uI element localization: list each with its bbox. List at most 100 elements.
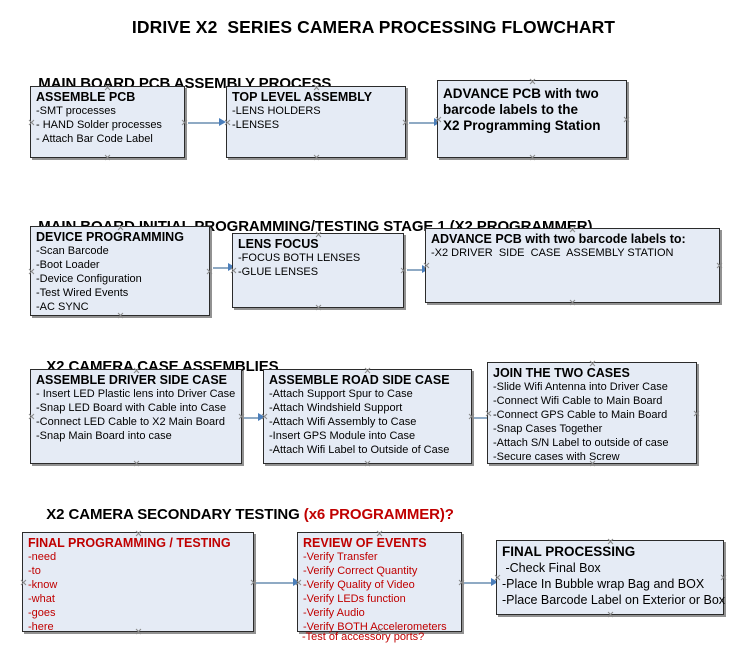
flow-box-review-of-events[interactable]: REVIEW OF EVENTS -Verify Transfer -Verif…: [297, 532, 462, 634]
arrow-head: [491, 578, 498, 586]
flow-box-line: -Place Barcode Label on Exterior or Box: [502, 593, 726, 607]
flow-box-final-programming-testing[interactable]: FINAL PROGRAMMING / TESTING -need -to -k…: [20, 532, 254, 633]
flow-box-line: -need: [28, 551, 57, 563]
flow-box-line: -what: [28, 593, 55, 605]
flow-box-advance-pcb-station[interactable]: ADVANCE PCB with two barcode labels to t…: [437, 80, 627, 158]
flow-box-content: ADVANCE PCB with two barcode labels to: …: [431, 232, 717, 260]
flow-box-line: -SMT processes: [36, 105, 116, 117]
flow-box-line: -Connect LED Cable to X2 Main Board: [36, 416, 225, 428]
selection-handle-bottom[interactable]: [607, 611, 614, 618]
flow-box-line: -Test Wired Events: [36, 287, 129, 299]
page-title: IDRIVE X2 SERIES CAMERA PROCESSING FLOWC…: [131, 17, 616, 37]
arrow-shaft: [409, 122, 434, 124]
flow-box-title: FINAL PROCESSING: [502, 544, 636, 559]
flow-box-line: - Insert LED Plastic lens into Driver Ca…: [36, 388, 236, 400]
flow-box-content: ADVANCE PCB with two barcode labels to t…: [443, 86, 624, 134]
selection-handle-left[interactable]: [28, 268, 35, 275]
flow-box-line: -Attach S/N Label to outside of case: [493, 437, 669, 449]
arrow-shaft: [464, 582, 491, 584]
flow-box-assemble-road-side-case[interactable]: ASSEMBLE ROAD SIDE CASE -Attach Support …: [263, 369, 472, 464]
flow-box-title: ADVANCE PCB with two: [443, 86, 599, 101]
arrow-head: [228, 263, 235, 271]
flow-box-device-programming[interactable]: DEVICE PROGRAMMING -Scan Barcode -Boot L…: [30, 226, 210, 316]
arrow-icon-s4-a: [256, 578, 300, 587]
arrow-head: [293, 578, 300, 586]
flow-box-assemble-driver-side-case[interactable]: ASSEMBLE DRIVER SIDE CASE - Insert LED P…: [30, 369, 242, 464]
flow-box-top-level-assembly[interactable]: TOP LEVEL ASSEMBLY -LENS HOLDERS -LENSES: [226, 86, 406, 158]
flow-box-content: ASSEMBLE DRIVER SIDE CASE - Insert LED P…: [36, 373, 239, 443]
flow-box-line: -Connect Wifi Cable to Main Board: [493, 395, 663, 407]
flow-box-line: -to: [28, 565, 41, 577]
flow-box-title: TOP LEVEL ASSEMBLY: [232, 90, 373, 104]
selection-handle-left[interactable]: [28, 119, 35, 126]
flow-box-line: -LENSES: [232, 119, 280, 131]
flow-box-line: -Attach Support Spur to Case: [269, 388, 413, 400]
flow-box-advance-pcb-driver-side[interactable]: ADVANCE PCB with two barcode labels to: …: [425, 228, 720, 303]
flow-box-content: REVIEW OF EVENTS -Verify Transfer -Verif…: [303, 536, 459, 634]
flow-box-line: -X2 DRIVER SIDE CASE ASSEMBLY STATION: [431, 247, 674, 259]
flow-box-line: -here: [28, 621, 54, 633]
flow-box-line: barcode labels to the: [443, 102, 579, 117]
arrow-head: [258, 413, 265, 421]
flow-box-line: -FOCUS BOTH LENSES: [238, 252, 361, 264]
selection-handle-right[interactable]: [716, 262, 723, 269]
flow-box-line: -Place In Bubble wrap Bag and BOX: [502, 577, 705, 591]
arrow-icon-s3-a: [244, 413, 266, 422]
selection-handle-bottom[interactable]: [133, 460, 140, 467]
flow-box-line: -Scan Barcode: [36, 245, 109, 257]
arrow-head: [219, 118, 226, 126]
flow-box-line: -Verify LEDs function: [303, 593, 406, 605]
flow-box-line: -Attach Wifi Label to Outside of Case: [269, 444, 450, 456]
flow-box-line: -know: [28, 579, 58, 591]
selection-handle-bottom[interactable]: [529, 154, 536, 161]
selection-handle-left[interactable]: [20, 579, 27, 586]
flow-box-line: -Attach Windshield Support: [269, 402, 403, 414]
flow-box-line: -Device Configuration: [36, 273, 142, 285]
flow-box-title: REVIEW OF EVENTS: [303, 536, 427, 550]
selection-handle-bottom[interactable]: [364, 460, 371, 467]
arrow-shaft: [407, 269, 422, 271]
flow-box-line: -AC SYNC: [36, 301, 89, 313]
flow-box-join-the-two-cases[interactable]: JOIN THE TWO CASES -Slide Wifi Antenna i…: [487, 362, 697, 464]
flow-box-line: -Snap Main Board into case: [36, 430, 172, 442]
flow-box-line: -Connect GPS Cable to Main Board: [493, 409, 668, 421]
flow-box-title: LENS FOCUS: [238, 237, 319, 251]
flow-box-line: -Attach Wifi Assembly to Case: [269, 416, 417, 428]
flow-box-line: -Boot Loader: [36, 259, 100, 271]
flow-box-content: DEVICE PROGRAMMING -Scan Barcode -Boot L…: [36, 230, 207, 314]
flow-box-line: -Snap LED Board with Cable into Case: [36, 402, 227, 414]
flow-box-line: -Verify Correct Quantity: [303, 565, 418, 577]
section-heading-4: X2 CAMERA SECONDARY TESTING (x6 PROGRAMM…: [30, 489, 454, 540]
selection-handle-bottom[interactable]: [315, 304, 322, 311]
flow-box-final-processing[interactable]: FINAL PROCESSING -Check Final Box -Place…: [496, 540, 726, 618]
arrow-shaft: [188, 122, 219, 124]
flow-box-line: - HAND Solder processes: [36, 119, 162, 131]
flow-box-line: -Insert GPS Module into Case: [269, 430, 416, 442]
arrow-icon-s1-a: [188, 118, 226, 127]
flow-box-content: TOP LEVEL ASSEMBLY -LENS HOLDERS -LENSES: [232, 90, 403, 132]
flow-box-content: LENS FOCUS -FOCUS BOTH LENSES -GLUE LENS…: [238, 237, 401, 279]
selection-handle-bottom[interactable]: [313, 154, 320, 161]
flow-box-line: -Snap Cases Together: [493, 423, 603, 435]
section-heading-4-text: X2 CAMERA SECONDARY TESTING: [46, 506, 304, 523]
flow-box-line: X2 Programming Station: [443, 118, 601, 133]
selection-handle-top[interactable]: [529, 78, 536, 85]
flow-box-content: ASSEMBLE ROAD SIDE CASE -Attach Support …: [269, 373, 469, 457]
selection-handle-left[interactable]: [28, 413, 35, 420]
flow-box-line: -Secure cases with Screw: [493, 451, 620, 463]
selection-handle-bottom[interactable]: [104, 154, 111, 161]
arrow-shaft: [256, 582, 293, 584]
selection-handle-bottom[interactable]: [569, 299, 576, 306]
arrow-shaft: [244, 417, 258, 419]
flow-box-content: ASSEMBLE PCB -SMT processes - HAND Solde…: [36, 90, 182, 146]
arrow-shaft: [474, 417, 487, 419]
flow-box-line: -Verify BOTH Accelerometers: [303, 621, 447, 633]
flow-box-title: ADVANCE PCB with two barcode labels to:: [431, 232, 686, 246]
flow-box-line: -LENS HOLDERS: [232, 105, 321, 117]
flow-box-line: -Check Final Box: [502, 561, 601, 575]
flow-box-title: ASSEMBLE DRIVER SIDE CASE: [36, 373, 228, 387]
flow-box-title: FINAL PROGRAMMING / TESTING: [28, 536, 231, 550]
flow-box-lens-focus[interactable]: LENS FOCUS -FOCUS BOTH LENSES -GLUE LENS…: [232, 233, 404, 308]
flow-box-assemble-pcb[interactable]: ASSEMBLE PCB -SMT processes - HAND Solde…: [30, 86, 185, 158]
